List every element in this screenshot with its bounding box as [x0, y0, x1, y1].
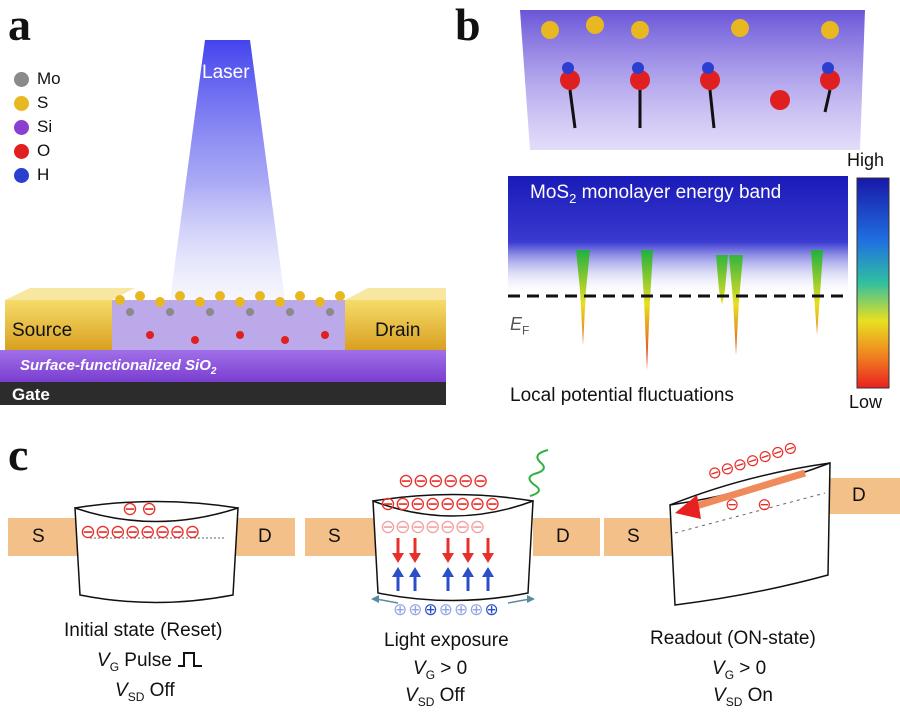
photon-wave-icon	[528, 449, 549, 497]
substrate-label: Surface-functionalized SiO2	[20, 357, 217, 377]
channel-3	[669, 461, 831, 606]
fluctuation-caption: Local potential fluctuations	[510, 385, 734, 406]
legend-label-s: S	[37, 93, 49, 112]
panel-b-letter: b	[455, 0, 481, 50]
panel-b-illustration	[508, 10, 890, 389]
drain-label-3: D	[852, 485, 866, 506]
source-electrode	[5, 300, 112, 350]
drain-electrode	[345, 300, 446, 350]
electrons-1: ⊖ ⊖ ⊖⊖⊖⊖⊖⊖⊖⊖	[80, 499, 200, 543]
state-1-title: Initial state (Reset)	[64, 620, 223, 641]
legend-label-h: H	[37, 165, 50, 184]
drain-label: Drain	[375, 320, 421, 341]
mo-atom-icon	[14, 71, 29, 87]
state-2-gate: VG > 0	[413, 658, 468, 682]
legend-label-si: Si	[37, 117, 53, 136]
drain-label-1: D	[258, 526, 272, 547]
state-3-gate: VG > 0	[712, 658, 767, 682]
source-label-2: S	[328, 526, 341, 547]
source-label-1: S	[32, 526, 45, 547]
fermi-level-label: EF	[510, 314, 530, 338]
legend-label-o: O	[37, 141, 51, 160]
crystal-slab	[520, 10, 865, 150]
channel-2	[371, 493, 535, 604]
panel-a-letter: a	[8, 0, 31, 50]
legend-item-si: Si	[14, 117, 52, 137]
state-3-title: Readout (ON-state)	[650, 628, 816, 649]
source-label: Source	[12, 320, 73, 341]
oxide-layer	[0, 350, 446, 382]
state-2-sd: VSD Off	[405, 685, 465, 709]
drain-electrode-2	[533, 518, 600, 556]
drain-electrode-1	[235, 518, 295, 556]
colorbar-low-label: Low	[849, 392, 883, 412]
colorbar-high-label: High	[847, 150, 885, 170]
pulse-icon	[178, 652, 203, 667]
state-2-title: Light exposure	[384, 630, 509, 651]
hole-spread-arrows	[371, 595, 535, 604]
source-electrode-3	[604, 518, 674, 556]
electron-drift-arrows	[392, 538, 494, 563]
band-title: MoS2 monolayer energy band	[530, 182, 782, 206]
h-atom-icon	[14, 167, 29, 183]
channel-1	[74, 500, 239, 604]
panel-a-device-illustration	[0, 40, 446, 405]
drain-electrode-3	[828, 478, 900, 514]
s-atom-icon	[14, 95, 29, 111]
legend-item-h: H	[14, 165, 49, 185]
state-1-sd: VSD Off	[115, 680, 175, 704]
o-atom-icon	[14, 143, 29, 159]
holes-2: ⊕⊕⊕⊕⊕⊕⊕	[393, 600, 500, 619]
drain-label-2: D	[556, 526, 570, 547]
crystal-atoms	[541, 16, 840, 129]
source-electrode-2	[305, 518, 375, 556]
legend-item-o: O	[14, 141, 50, 161]
electrons-2: ⊖⊖⊖⊖⊖⊖ ⊖⊖⊖⊖⊖⊖⊖⊖ ⊖⊖⊖⊖⊖⊖⊖	[380, 471, 500, 538]
gate-label: Gate	[12, 385, 50, 404]
source-label-3: S	[627, 526, 640, 547]
gate-layer	[0, 382, 446, 405]
laser-label: Laser	[202, 62, 250, 83]
mos2-atoms	[115, 291, 345, 344]
state-1-gate: VG Pulse	[97, 650, 203, 674]
si-atom-icon	[14, 119, 29, 135]
legend-item-s: S	[14, 93, 48, 113]
state-3-sd: VSD On	[713, 685, 773, 709]
legend-item-mo: Mo	[14, 69, 61, 89]
hole-drift-arrows	[392, 567, 494, 591]
legend-label-mo: Mo	[37, 69, 61, 88]
electrons-3-lower: ⊖⊖	[725, 495, 790, 514]
panel-c-letter: c	[8, 429, 29, 480]
source-electrode-1	[8, 518, 78, 556]
energy-band	[508, 176, 848, 296]
laser-beam	[170, 40, 285, 300]
colorbar	[856, 177, 890, 389]
readout-current-arrow	[675, 469, 807, 519]
